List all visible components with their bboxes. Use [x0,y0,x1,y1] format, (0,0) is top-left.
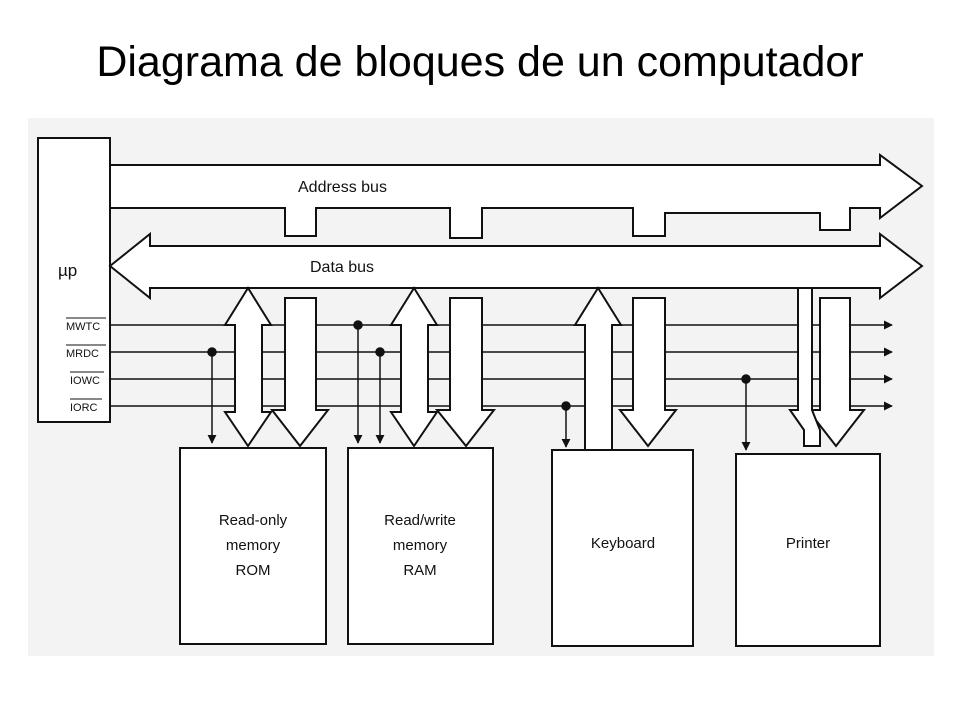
rom-label-line2: memory [226,537,281,554]
ram-block: Read/write memory RAM [347,447,494,645]
rom-label-line1: Read-only [219,512,288,529]
rom-data-connector [223,286,273,448]
address-bus: Address bus [109,153,924,239]
data-connectors [223,286,821,451]
keyboard-block: Keyboard [551,449,694,647]
rom-label-line3: ROM [236,562,271,579]
control-line-labels: MWTC MRDC IOWC IORC [66,317,106,414]
iowc-label: IOWC [70,375,100,387]
ram-data-connector [389,286,439,448]
mrdc-label: MRDC [66,348,99,360]
microprocessor-block: µp [37,137,111,423]
data-bus-label: Data bus [310,259,374,276]
rom-address-connector [269,297,331,448]
ram-label-line3: RAM [403,562,436,579]
address-connectors [269,297,867,448]
ram-label-line1: Read/write [384,512,456,529]
rom-block: Read-only memory ROM [179,447,327,645]
microprocessor-label: µp [58,261,77,280]
mwtc-label: MWTC [66,321,100,333]
ram-label-line2: memory [393,537,448,554]
printer-address-connector [805,297,867,448]
printer-block: Printer [735,453,881,647]
ram-address-connector [434,297,497,448]
control-taps [207,320,751,451]
iorc-label: IORC [70,402,98,414]
printer-label: Printer [786,535,830,552]
keyboard-label: Keyboard [591,535,655,552]
address-bus-label: Address bus [298,179,387,196]
keyboard-address-connector [617,297,679,448]
data-bus: Data bus [108,231,924,301]
slide-title: Diagrama de bloques de un computador [96,38,864,86]
printer-data-connector [788,287,821,447]
